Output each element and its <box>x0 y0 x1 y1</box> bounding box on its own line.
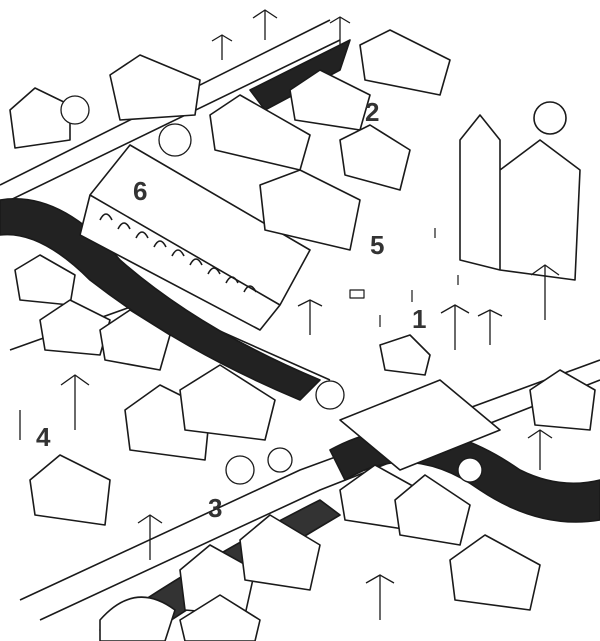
canal <box>249 39 351 111</box>
label-6: 6 <box>133 176 148 206</box>
street <box>39 379 600 621</box>
plaza-figures <box>349 228 459 327</box>
building-arcade <box>79 144 311 331</box>
street <box>0 39 341 206</box>
houses <box>9 29 596 641</box>
bridge <box>339 379 501 471</box>
label-2: 2 <box>365 97 380 127</box>
label-5: 5 <box>370 230 385 260</box>
bridge <box>99 596 176 641</box>
church-dome <box>533 101 567 135</box>
label-1: 1 <box>412 304 427 334</box>
arcade-arches <box>99 213 257 293</box>
church <box>459 114 581 281</box>
label-3: 3 <box>208 493 223 523</box>
trees <box>60 95 483 485</box>
palm-trees <box>19 9 560 620</box>
label-4: 4 <box>36 422 51 452</box>
street <box>19 359 600 601</box>
